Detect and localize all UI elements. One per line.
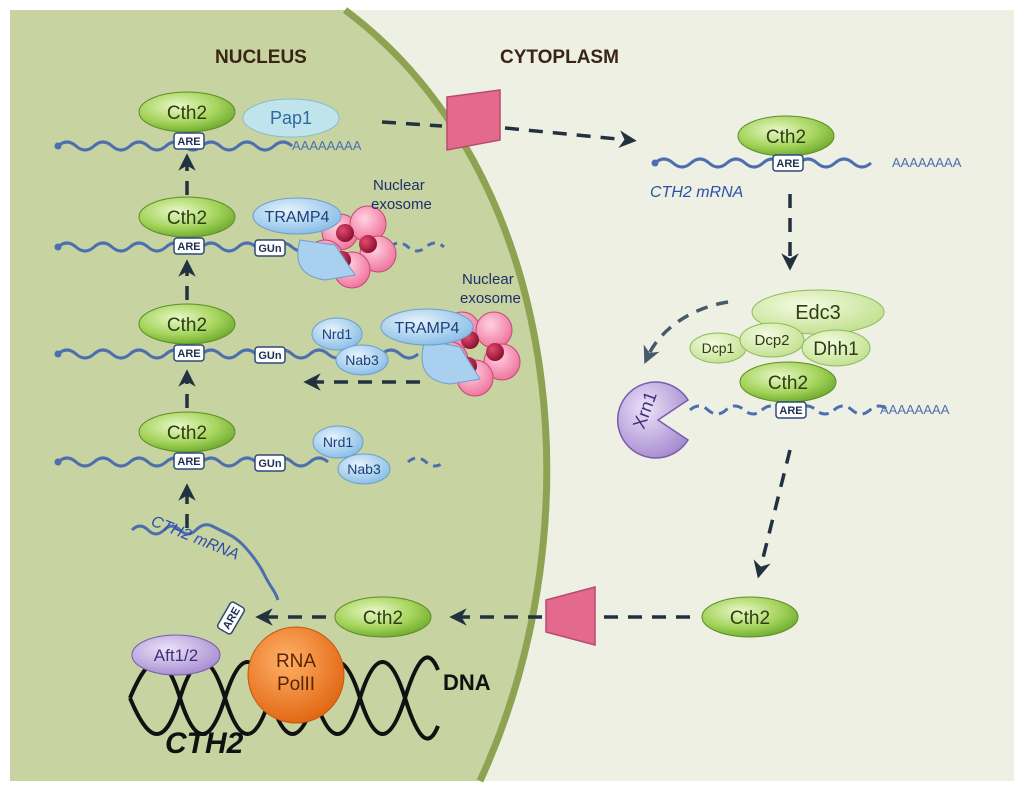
cth2-label: Cth2 xyxy=(768,373,808,394)
nuclear-exosome-label: exosome xyxy=(460,290,521,307)
dcp2-protein xyxy=(739,322,805,358)
are-label: ARE xyxy=(177,241,200,253)
arrow-decapping xyxy=(643,300,729,364)
cth2-protein xyxy=(138,411,236,453)
dhh1-label: Dhh1 xyxy=(813,339,858,360)
row4-5prime-cap xyxy=(54,458,62,466)
cth2-label: Cth2 xyxy=(167,103,207,124)
nrd1-label: Nrd1 xyxy=(322,326,353,342)
cth2-label: Cth2 xyxy=(363,608,403,629)
cytoplasm-header: CYTOPLASM xyxy=(500,47,619,68)
are-element xyxy=(173,344,205,362)
gun-label: GUn xyxy=(258,350,282,362)
cth2-protein xyxy=(701,596,799,638)
dhh1-protein xyxy=(801,329,871,367)
dna-label: DNA xyxy=(443,670,491,695)
nab3-label: Nab3 xyxy=(345,352,379,368)
nuclear-pore-bottom xyxy=(545,586,596,646)
cth2-mrna-label: CTH2 mRNA xyxy=(650,184,743,201)
rna-polii-label: RNA xyxy=(276,651,316,672)
are-label: ARE xyxy=(776,158,799,170)
cyto-5prime-cap xyxy=(651,159,659,167)
cth2-label: Cth2 xyxy=(766,127,806,148)
row3-5prime-cap xyxy=(54,350,62,358)
cth2-label: Cth2 xyxy=(167,208,207,229)
nuclear-exosome-label: Nuclear xyxy=(462,271,514,288)
cyto-mrna xyxy=(654,157,872,169)
nascent-mrna xyxy=(130,523,280,601)
arrow-export xyxy=(381,120,443,128)
cth2-protein xyxy=(138,303,236,345)
pap1-label: Pap1 xyxy=(270,108,312,128)
nrd1-protein xyxy=(312,425,364,459)
are-element xyxy=(173,452,205,470)
polya-tail: AAAAAAAA xyxy=(892,155,962,170)
gun-element xyxy=(254,346,286,364)
cth2-protein xyxy=(138,196,236,238)
row2-mrna-degrading xyxy=(389,241,445,253)
are-element xyxy=(173,237,205,255)
gun-element xyxy=(254,239,286,257)
nucleus-area xyxy=(10,10,547,781)
nuclear-exosome-label: Nuclear xyxy=(373,177,425,194)
cth2-protein xyxy=(138,91,236,133)
cth2-label: Cth2 xyxy=(167,423,207,444)
rna-polii xyxy=(247,626,345,724)
gene-label: CTH2 xyxy=(165,727,244,760)
are-label: ARE xyxy=(177,456,200,468)
cth2-label: Cth2 xyxy=(730,608,770,629)
are-label: ARE xyxy=(177,348,200,360)
are-element xyxy=(775,401,807,419)
nuclear-membrane xyxy=(342,7,551,783)
edc3-label: Edc3 xyxy=(795,302,841,324)
are-element xyxy=(173,132,205,150)
polya-tail: AAAAAAAA xyxy=(292,138,362,153)
tramp4-label: TRAMP4 xyxy=(395,320,460,337)
aft-protein xyxy=(131,634,221,676)
decay-mrna xyxy=(689,404,889,416)
are-label: ARE xyxy=(779,405,802,417)
dcp2-label: Dcp2 xyxy=(754,332,789,349)
row2-5prime-cap xyxy=(54,243,62,251)
nuclear-exosome-label: exosome xyxy=(371,196,432,213)
nab3-protein xyxy=(337,453,391,485)
polya-tail: AAAAAAAA xyxy=(880,402,950,417)
arrow-export xyxy=(504,126,637,148)
nrd1-protein xyxy=(311,317,363,351)
are-element xyxy=(216,601,246,635)
nuclear-pore-top xyxy=(446,89,501,151)
gun-label: GUn xyxy=(258,243,282,255)
gun-label: GUn xyxy=(258,458,282,470)
tramp4-body xyxy=(297,239,356,281)
are-label: ARE xyxy=(177,136,200,148)
tramp4-label: TRAMP4 xyxy=(265,209,330,226)
cth2-label: Cth2 xyxy=(167,315,207,336)
tramp4-protein xyxy=(380,308,474,346)
aft-label: Aft1/2 xyxy=(154,646,198,665)
gun-element xyxy=(254,454,286,472)
pap1-protein xyxy=(242,98,340,138)
xrn1-protein xyxy=(617,381,690,459)
nab3-protein xyxy=(335,344,389,376)
dcp1-label: Dcp1 xyxy=(702,340,735,356)
nucleus-header: NUCLEUS xyxy=(215,47,307,68)
nrd1-label: Nrd1 xyxy=(323,434,354,450)
tramp4-body xyxy=(421,339,481,385)
nab3-label: Nab3 xyxy=(347,461,381,477)
row4-mrna-tail xyxy=(407,456,445,468)
arrow-down xyxy=(753,449,792,579)
rna-polii-label: PolII xyxy=(277,674,315,695)
cth2-protein xyxy=(334,596,432,638)
tramp4-protein xyxy=(252,197,342,235)
are-element xyxy=(772,154,804,172)
